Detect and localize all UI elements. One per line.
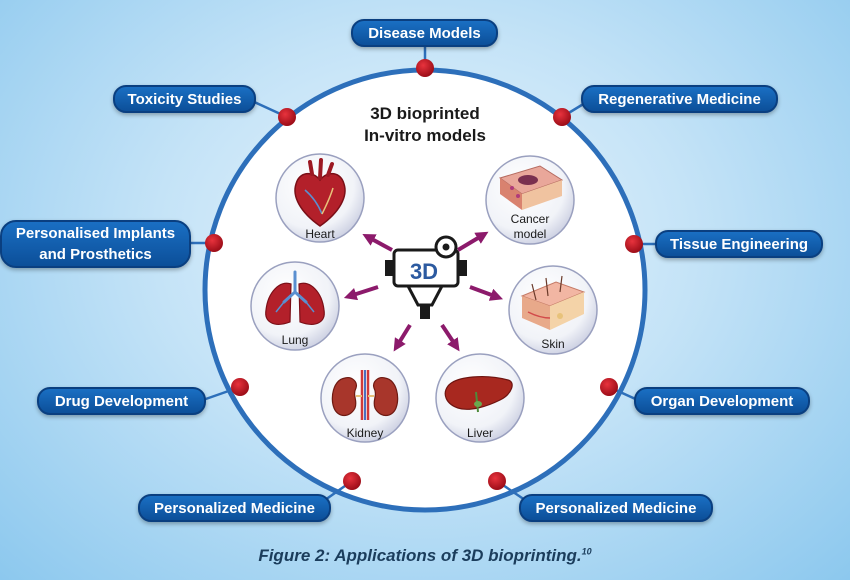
- figure-caption: Figure 2: Applications of 3D bioprinting…: [0, 546, 850, 566]
- model-kidney: Kidney: [320, 353, 410, 443]
- ring-node: [278, 108, 296, 126]
- model-label: Cancer: [511, 212, 550, 226]
- model-liver: Liver: [435, 353, 525, 443]
- model-cancer: Cancer model: [485, 155, 575, 245]
- arrow-to-skin: [469, 285, 504, 301]
- ring-node: [488, 472, 506, 490]
- model-label: Kidney: [347, 426, 384, 440]
- ring-nodes: [205, 59, 643, 490]
- model-label: Lung: [282, 333, 309, 347]
- printer-arrows: [343, 231, 504, 352]
- application-label-line: Personalised Implants: [15, 225, 176, 242]
- application-regenerative-medicine: Regenerative Medicine: [581, 85, 778, 113]
- ring-node: [553, 108, 571, 126]
- cancer-tissue-icon: [498, 165, 564, 210]
- ring-node: [416, 59, 434, 77]
- caption-text: Figure 2: Applications of 3D bioprinting…: [258, 546, 582, 565]
- center-title: 3D bioprinted In-vitro models: [330, 103, 520, 147]
- application-implants-prosthetics: Personalised Implants and Prosthetics: [0, 220, 191, 268]
- model-lung: Lung: [250, 261, 340, 351]
- model-skin: Skin: [508, 265, 598, 355]
- ring-node: [231, 378, 249, 396]
- application-tissue-engineering: Tissue Engineering: [655, 230, 823, 258]
- lung-icon: [265, 270, 325, 325]
- skin-icon: [520, 275, 586, 330]
- model-label: Heart: [305, 227, 335, 241]
- model-heart: Heart: [275, 153, 365, 243]
- arrow-to-liver: [440, 323, 460, 352]
- bioprinter-icon: 3D: [385, 235, 467, 319]
- center-title-line: In-vitro models: [364, 126, 486, 145]
- arrow-to-heart: [362, 233, 393, 252]
- printer-label: 3D: [410, 259, 438, 284]
- application-label-line: and Prosthetics: [39, 246, 152, 263]
- arrow-to-cancer-model: [456, 231, 489, 252]
- application-disease-models: Disease Models: [351, 19, 498, 47]
- application-toxicity-studies: Toxicity Studies: [113, 85, 256, 113]
- ring-node: [600, 378, 618, 396]
- model-label: Skin: [541, 337, 564, 351]
- heart-icon: [294, 158, 346, 227]
- arrow-to-kidney: [393, 323, 412, 352]
- ring-node: [205, 234, 223, 252]
- arrow-to-lung: [343, 285, 379, 301]
- ring-node: [343, 472, 361, 490]
- ring-node: [625, 235, 643, 253]
- model-label: model: [514, 227, 547, 241]
- kidney-icon: [331, 370, 399, 420]
- caption-reference: 10: [581, 546, 592, 557]
- application-drug-development: Drug Development: [37, 387, 206, 415]
- application-organ-development: Organ Development: [634, 387, 810, 415]
- liver-icon: [444, 376, 513, 413]
- model-label: Liver: [467, 426, 493, 440]
- application-personalized-medicine-right: Personalized Medicine: [519, 494, 713, 522]
- center-title-line: 3D bioprinted: [370, 104, 480, 123]
- application-personalized-medicine-left: Personalized Medicine: [138, 494, 331, 522]
